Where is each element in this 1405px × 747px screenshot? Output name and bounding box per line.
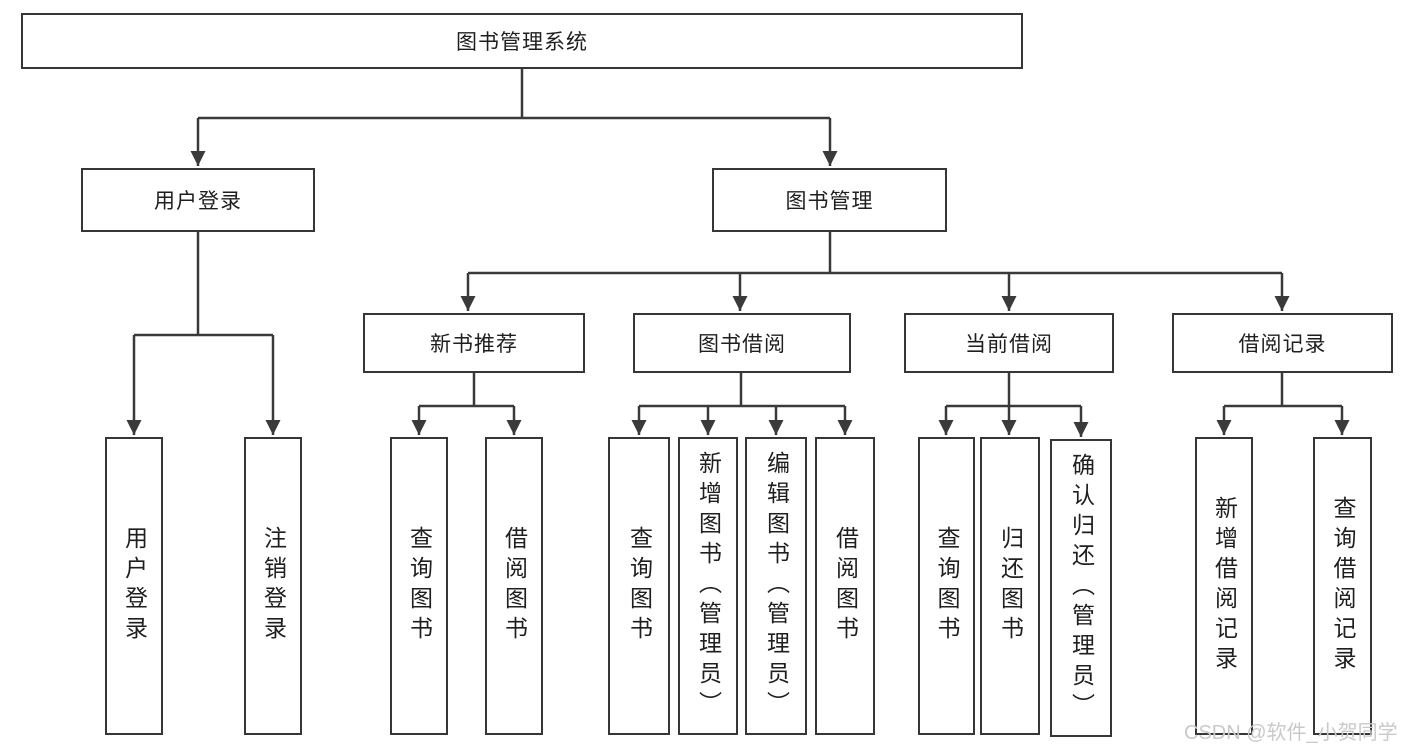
leaf-borrow-books: 借阅图书 <box>815 437 875 735</box>
node-user-login: 用户登录 <box>81 168 315 232</box>
leaf-logout: 注销登录 <box>244 437 302 735</box>
leaf-user-login: 用户登录 <box>105 437 163 735</box>
leaf-confirm-return-admin: 确认归还（管理员） <box>1050 439 1112 737</box>
csdn-watermark: CSDN @软件_小贺同学 <box>1184 722 1398 744</box>
leaf-return-books: 归还图书 <box>980 437 1040 735</box>
node-book-management: 图书管理 <box>712 168 947 232</box>
leaf-borrow-books-recommend: 借阅图书 <box>485 437 543 735</box>
node-borrow-records: 借阅记录 <box>1172 313 1393 373</box>
node-current-borrow: 当前借阅 <box>904 313 1114 373</box>
node-new-book-recommend: 新书推荐 <box>363 313 585 373</box>
leaf-add-borrow-record: 新增借阅记录 <box>1195 437 1253 735</box>
node-root-library-management-system: 图书管理系统 <box>21 13 1023 69</box>
leaf-query-books-recommend: 查询图书 <box>390 437 448 735</box>
node-book-borrow: 图书借阅 <box>633 313 851 373</box>
leaf-query-borrow-record: 查询借阅记录 <box>1313 437 1372 735</box>
leaf-edit-books-admin: 编辑图书（管理员） <box>745 437 807 735</box>
leaf-query-books-borrow: 查询图书 <box>608 437 670 735</box>
leaf-add-books-admin: 新增图书（管理员） <box>678 437 738 735</box>
leaf-query-books-current: 查询图书 <box>918 437 975 735</box>
